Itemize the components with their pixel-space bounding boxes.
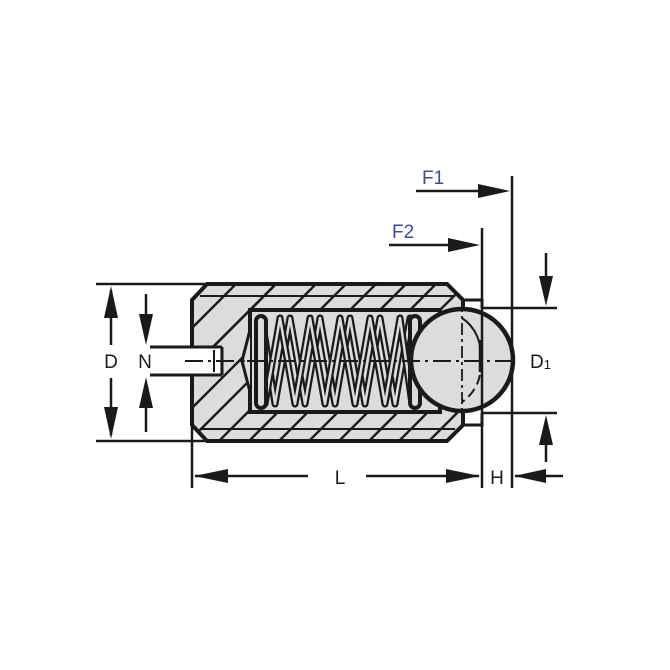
label-F1: F1 <box>422 168 444 189</box>
force-F2-arrow <box>389 238 480 252</box>
force-F1-arrow <box>416 184 510 198</box>
label-L: L <box>335 468 346 489</box>
label-D1: D1 <box>530 352 551 373</box>
dimension-D <box>96 282 205 443</box>
dimension-H <box>510 176 563 488</box>
dimension-L <box>190 228 484 488</box>
dimension-D1 <box>482 253 557 462</box>
label-H: H <box>490 468 504 489</box>
label-N: N <box>138 352 152 373</box>
label-D: D <box>104 352 118 373</box>
label-F2: F2 <box>392 222 414 243</box>
dimension-N <box>139 294 153 432</box>
